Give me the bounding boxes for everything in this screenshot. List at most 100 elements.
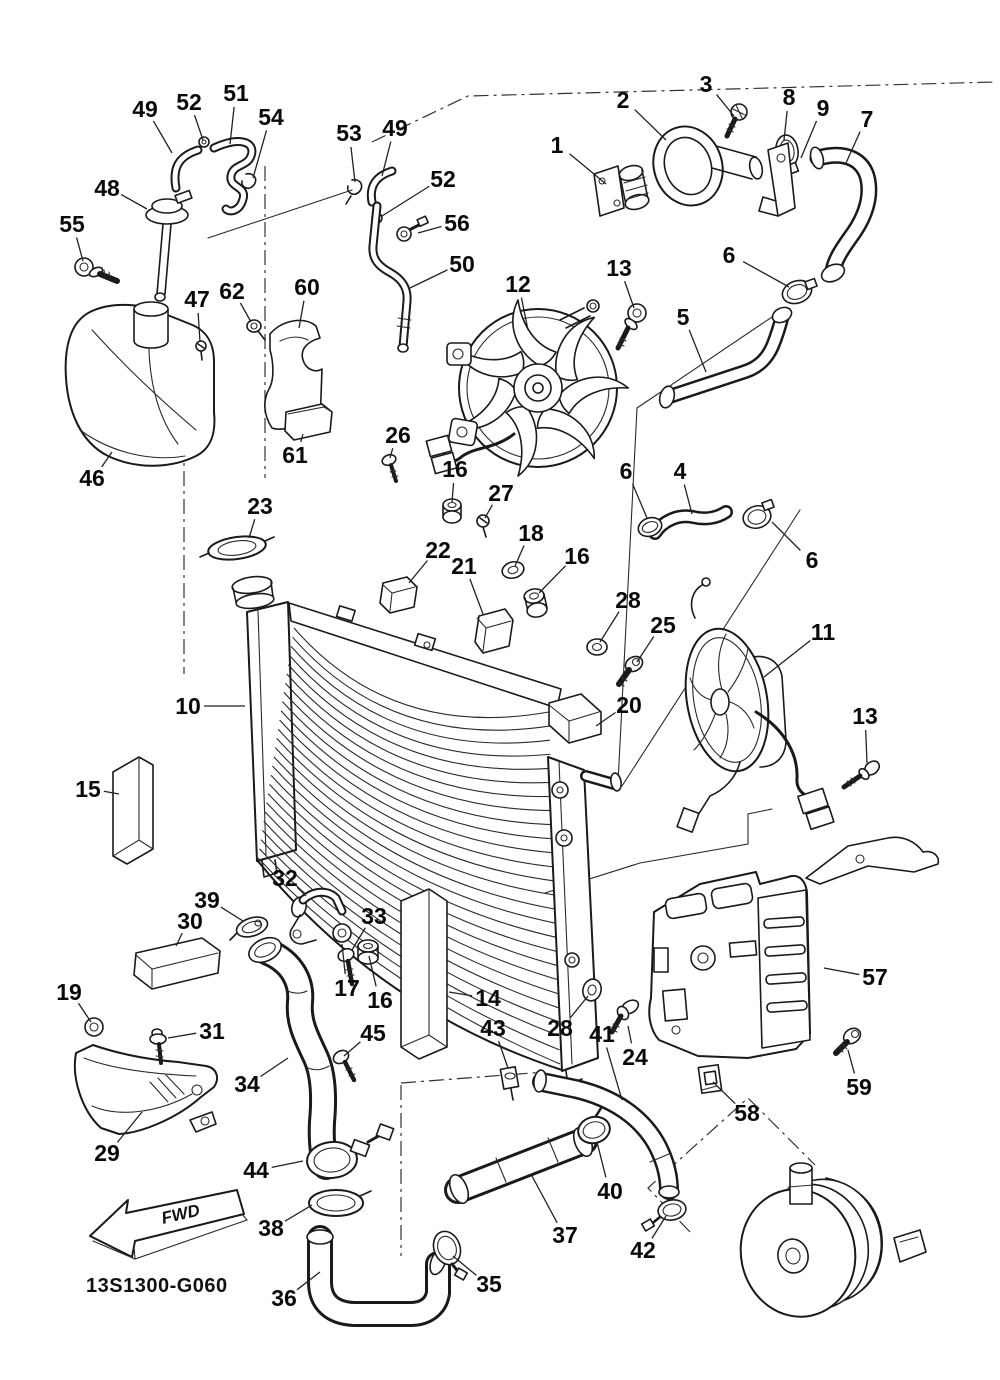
fan-11 [676,577,881,833]
callout-leader-60 [298,300,305,329]
cooler-clamp [893,1229,927,1263]
callout-leader-50 [409,269,448,289]
thermostat-1 [593,164,650,217]
callout-38: 38 [258,1215,284,1241]
fan-12-wires [425,432,516,475]
callout-leader-59 [847,1049,856,1074]
core-fin-line [261,830,559,1023]
core-fin-line [289,655,551,757]
hose-4 [637,498,775,540]
fan-12 [425,299,647,477]
callout-leader-35 [452,1255,477,1276]
callout-44: 44 [243,1157,269,1183]
callout-leader-23 [248,519,256,539]
callout-20: 20 [616,692,642,718]
fan-12-blades [455,299,630,477]
reservoir-tank-assembly [64,136,429,467]
callout-leader-49 [381,141,392,177]
callout-leader-28 [599,611,620,643]
shield-wing [805,836,940,885]
clamp-42 [640,1199,687,1232]
callout-14: 14 [475,985,501,1011]
callout-leader-43 [498,1040,509,1069]
elbow-36 [306,1225,451,1327]
callout-leader-18 [514,545,525,567]
core-fin-line [276,738,555,882]
radiator-cap-23 [199,535,275,610]
callout-leader-20 [595,711,616,727]
heat-shield-57 [648,836,940,1095]
core-fin-line [264,811,558,995]
radiator-top-header [288,602,562,709]
callout-36: 36 [271,1285,297,1311]
callout-leader-32 [296,886,307,897]
callout-leader-28 [570,995,589,1018]
callout-29: 29 [94,1140,120,1166]
clip-58 [697,1063,723,1095]
callout-leader-13 [624,280,635,309]
callout-6: 6 [806,547,819,573]
core-fin-line [283,692,553,812]
core-fin-line [284,682,552,798]
callout-leader-5 [688,329,707,373]
fan-11-arm [690,583,705,619]
bolt-3 [724,103,748,139]
callout-leader-2 [634,109,667,141]
callout-leader-7 [845,131,861,164]
callout-leader-24 [627,1025,633,1044]
callout-40: 40 [597,1178,623,1204]
callout-16: 16 [367,987,393,1013]
bolt-13a [615,303,647,351]
callout-62: 62 [219,278,245,304]
washer-28a [586,638,608,656]
callout-34: 34 [234,1071,260,1097]
boundary-lines [183,81,996,1256]
callout-leader-19 [77,1002,92,1023]
clip-39 [229,916,269,941]
cap-and-dipstick [145,189,193,302]
callout-16: 16 [564,543,590,569]
callout-31: 31 [199,1018,225,1044]
callout-8: 8 [783,84,796,110]
callout-28: 28 [615,587,641,613]
radiator-inlet-stub [580,770,622,792]
callout-7: 7 [861,106,874,132]
radiator-bottom-edge [256,859,563,1071]
callout-leader-62 [239,302,252,323]
callout-leader-27 [484,504,493,519]
core-fin-line [271,765,556,924]
callout-leader-1 [569,153,607,185]
pad-20 [548,693,602,744]
pad-14 [400,888,448,1060]
thermostat-assembly [593,103,878,540]
callout-16: 16 [442,456,468,482]
callout-43: 43 [480,1015,506,1041]
callout-6: 6 [620,458,633,484]
hose-37 [444,1126,598,1205]
lower-left-parts [73,887,379,1135]
callout-22: 22 [425,537,451,563]
callout-leader-16 [368,955,377,987]
pad-15 [112,756,154,865]
callout-56: 56 [444,210,470,236]
callout-leader-39 [220,906,244,922]
clip-53 [345,178,363,205]
callout-leader-8 [783,110,788,141]
callout-45: 45 [360,1020,386,1046]
callout-leader-52 [193,114,204,141]
callout-leader-36 [296,1271,321,1291]
callout-leader-41 [606,1047,623,1101]
callout-15: 15 [75,776,101,802]
callout-33: 33 [361,903,387,929]
callout-leader-40 [596,1141,607,1178]
callout-50: 50 [449,251,475,277]
core-fin-line [279,719,554,854]
callout-leader-53 [350,146,356,183]
callout-24: 24 [622,1044,648,1070]
callout-19: 19 [56,979,82,1005]
washer-18 [501,560,525,580]
core-fin-line [273,756,556,910]
callout-10: 10 [175,693,201,719]
oil-cooler [739,1162,927,1318]
